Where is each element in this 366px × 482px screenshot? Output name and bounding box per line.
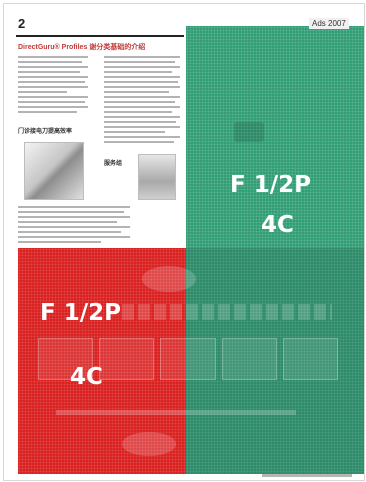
page-number: 2	[18, 16, 26, 31]
article-title: DirectGuru® Profiles 谢分类基础的介绍	[18, 44, 146, 51]
article-subheading: 门诊接电刀提高效率	[18, 129, 73, 135]
ad-logo-oval	[122, 432, 176, 456]
footer-note	[262, 474, 352, 477]
article-text-column-2	[104, 56, 180, 146]
ad-product-tile	[282, 338, 339, 380]
red-ad-size-label: F 1/2P	[40, 300, 121, 326]
ad-logo-oval	[142, 266, 196, 292]
product-photo	[24, 142, 84, 200]
red-ad-block	[18, 248, 186, 474]
ad-product-tile	[38, 338, 94, 380]
ad-tagline	[56, 410, 296, 415]
article-subheading: 服务组	[104, 161, 123, 167]
ad-product-tile	[160, 338, 216, 380]
magazine-page: 2 Ads 2007 DirectGuru® Profiles 谢分类基础的介绍…	[3, 3, 365, 481]
header-rule	[16, 35, 184, 37]
red-ad-color-label: 4C	[70, 364, 103, 390]
ad-product-row	[38, 338, 339, 380]
device-photo	[138, 154, 176, 200]
green-ad-lower	[186, 248, 364, 474]
ad-product-tile	[221, 338, 277, 380]
article: DirectGuru® Profiles 谢分类基础的介绍 门诊接电刀提高效率 …	[18, 42, 182, 249]
ad-product-tile	[99, 338, 155, 380]
article-text-column-1	[18, 56, 88, 116]
green-ad-size-label: F 1/2P	[230, 172, 311, 198]
green-ad-color-label: 4C	[261, 212, 294, 238]
header-tag: Ads 2007	[309, 18, 349, 29]
ad-emblem	[234, 122, 264, 142]
article-text-column-3	[18, 206, 130, 246]
ad-banner	[122, 304, 332, 320]
